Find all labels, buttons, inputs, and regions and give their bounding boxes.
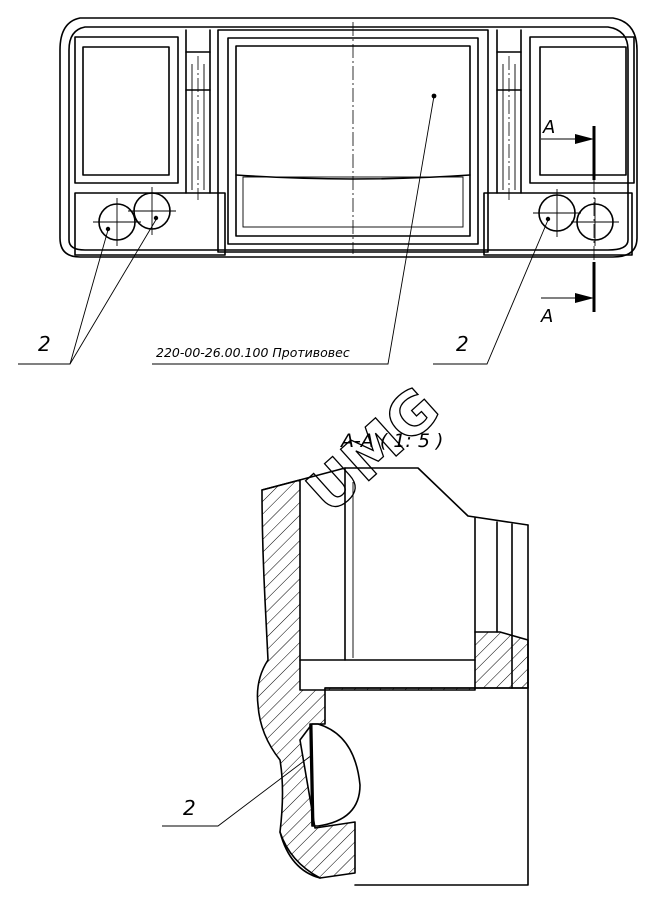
left-bottom-block bbox=[74, 192, 226, 256]
section-view: А-А ( 1: 5 ) 2 bbox=[162, 430, 529, 886]
part-label: 220-00-26.00.100 Противовес bbox=[156, 345, 350, 360]
right-pocket-outer bbox=[529, 36, 635, 184]
right-pocket-inner bbox=[539, 46, 627, 176]
left-pocket-inner bbox=[82, 46, 170, 176]
section-cut-marker bbox=[541, 126, 596, 312]
hatched-section bbox=[256, 479, 529, 879]
leader-lines bbox=[18, 95, 551, 365]
callout-2-left: 2 bbox=[38, 332, 51, 356]
section-letter-bottom: А bbox=[540, 306, 553, 327]
right-bottom-block bbox=[483, 192, 633, 256]
section-letter-top: А bbox=[542, 117, 555, 138]
counterweight-outline bbox=[59, 17, 638, 258]
section-callout-2: 2 bbox=[183, 796, 196, 820]
section-leader bbox=[162, 754, 313, 827]
left-weights bbox=[93, 187, 176, 246]
section-title: А-А ( 1: 5 ) bbox=[339, 430, 443, 452]
weight-insert bbox=[309, 723, 361, 827]
weight-edge bbox=[309, 723, 315, 827]
top-view: А А 2 220-00-26.00.100 Противовес 2 bbox=[18, 17, 638, 365]
callout-2-right: 2 bbox=[456, 332, 469, 356]
top-contour bbox=[261, 467, 529, 526]
lower-body bbox=[324, 687, 529, 886]
left-pocket-outer bbox=[74, 36, 179, 184]
counterweight-inner-outline bbox=[68, 26, 629, 251]
right-weights bbox=[533, 189, 619, 246]
